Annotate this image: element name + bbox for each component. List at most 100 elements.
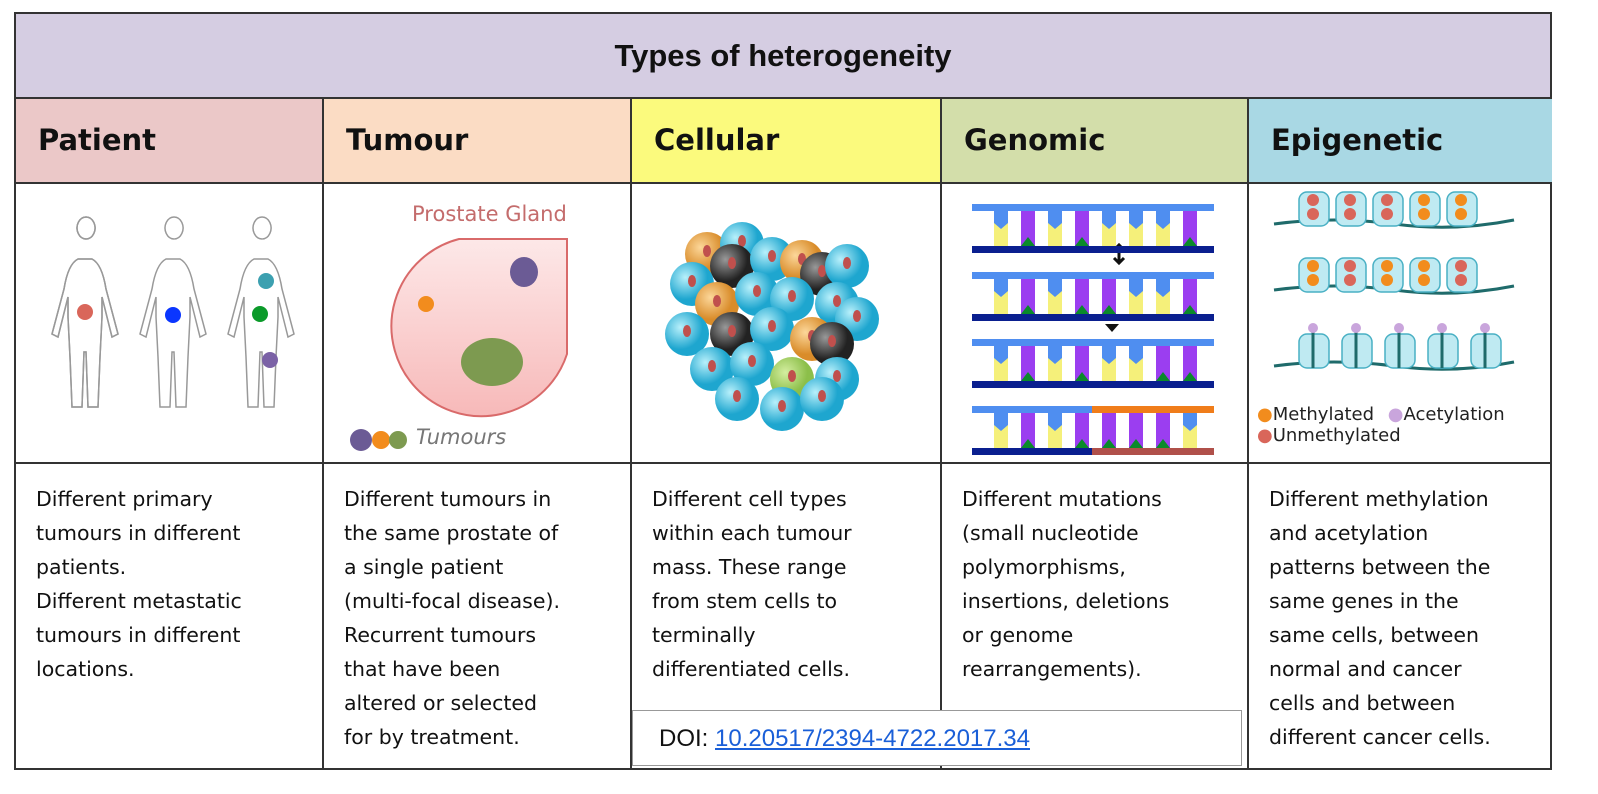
tumour-figure: Prostate Gland Tumours [324,184,630,464]
unmethylated-dot-icon: ● [1257,425,1273,446]
base [1021,305,1035,314]
rearranged-strand [1092,448,1214,455]
description-epigenetic: Different methylation and acetylation pa… [1269,487,1491,749]
cell-nucleus [728,325,736,337]
column-epigenetic: Epigenetic ●Methylated ●Acetylation ●Unm… [1249,99,1552,768]
base [1102,211,1116,229]
table-title: Types of heterogeneity [16,14,1550,99]
dna-top-strand [972,272,1214,279]
base [1156,439,1170,448]
acetylation-mark [1480,323,1490,333]
acetylation-mark [1437,323,1447,333]
base [1021,279,1035,309]
acetylation-mark [1351,323,1361,333]
base [1075,439,1089,448]
heterogeneity-table: Types of heterogeneity Patient Different… [14,12,1552,770]
header-tumour: Tumour [324,99,630,184]
doi-link[interactable]: 10.20517/2394-4722.2017.34 [715,725,1030,752]
methylation-mark [1381,208,1393,220]
cell-nucleus [778,400,786,412]
base [1129,413,1143,443]
description-patient: Different primary tumours in different p… [36,487,242,681]
methylation-mark [1307,208,1319,220]
legend-methylated: Methylated [1272,404,1375,425]
base [994,211,1008,229]
base [1102,413,1116,443]
column-patient: Patient Different primary tumours in dif… [16,99,324,768]
dna-bottom-strand [972,381,1214,388]
cell-nucleus [818,390,826,402]
base [1129,279,1143,297]
methylation-mark [1344,274,1356,286]
base [1183,279,1197,309]
base [1129,211,1143,229]
base [1129,346,1143,364]
base [1102,439,1116,448]
prostate-gland-illustration [350,238,568,451]
cell-nucleus [768,320,776,332]
cellular-figure [632,184,940,464]
methylation-mark [1418,194,1430,206]
base [994,279,1008,297]
cell-nucleus [733,390,741,402]
base [1129,439,1143,448]
base [1021,439,1035,448]
cell-cluster-illustration [665,222,879,431]
tumour-dot [165,307,181,323]
column-tumour: Tumour Prostate Gland Tumours Different … [324,99,632,768]
base [1048,413,1062,431]
acetylation-mark [1394,323,1404,333]
dna-top-strand [972,204,1214,211]
base [1156,346,1170,376]
base [1183,211,1197,241]
base [1183,346,1197,376]
legend-acetylation: Acetylation [1403,404,1505,425]
base [1021,372,1035,381]
description-genomic: Different mutations (small nucleotide po… [962,487,1170,681]
cell-nucleus [853,310,861,322]
base [1102,346,1116,364]
tumours-legend-label: Tumours [416,425,507,449]
methylation-mark [1307,194,1319,206]
base [1102,279,1116,309]
prostate-gland-label: Prostate Gland [412,202,567,226]
cell-nucleus [748,355,756,367]
acetylation-dot-icon: ● [1387,404,1404,425]
genomic-figure [942,184,1247,464]
methylated-dot-icon: ● [1257,404,1273,425]
methylation-mark [1455,208,1467,220]
cell-nucleus [728,257,736,269]
base [1183,372,1197,381]
methylation-mark [1344,194,1356,206]
description-cellular: Different cell types within each tumour … [652,487,852,681]
methylation-mark [1418,208,1430,220]
nucleosome-illustration [1273,191,1515,371]
cell-nucleus [683,325,691,337]
tumour-dot [252,306,268,322]
base [1156,372,1170,381]
base [994,346,1008,364]
base [1075,279,1089,309]
base [1183,237,1197,246]
methylation-mark [1455,274,1467,286]
base [1021,237,1035,246]
base [1156,279,1170,297]
base [1183,305,1197,314]
doi-citation: DOI: 10.20517/2394-4722.2017.34 [632,710,1242,766]
methylation-mark [1455,260,1467,272]
dna-top-strand [972,339,1214,346]
cell-nucleus [688,275,696,287]
tumour-dot [262,352,278,368]
base [1075,372,1089,381]
doi-prefix: DOI: [659,725,709,752]
column-genomic: Genomic Different mutations (small nucle… [942,99,1249,768]
base [1075,237,1089,246]
column-cellular: Cellular Different cell types within eac… [632,99,942,768]
base [1075,305,1089,314]
cell-nucleus [818,265,826,277]
methylation-mark [1418,260,1430,272]
base [1048,211,1062,229]
tumour-dot [258,273,274,289]
cell-nucleus [753,285,761,297]
cell-nucleus [738,235,746,247]
